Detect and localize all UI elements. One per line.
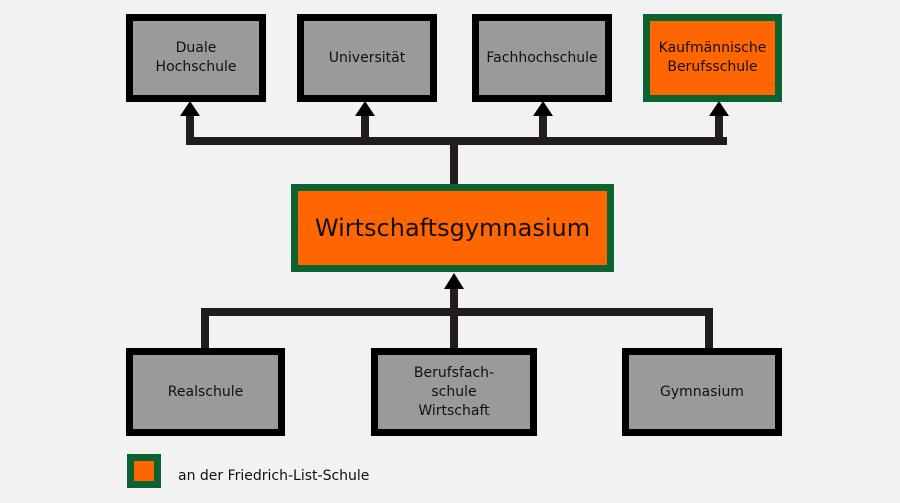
- arrow-head-duale: [180, 101, 200, 116]
- arrow-stem-duale: [186, 112, 194, 142]
- arrow-head-universitaet: [355, 101, 375, 116]
- box-label: Universität: [328, 49, 406, 66]
- box-duale-hochschule: Duale Hochschule: [126, 14, 266, 102]
- box-berufsfachschule-wirtschaft: Berufsfach- schule Wirtschaft: [371, 348, 537, 436]
- legend-label: an der Friedrich-List-Schule: [178, 468, 370, 484]
- box-label: Duale Hochschule: [155, 40, 237, 75]
- stem-berufsfachschule: [450, 288, 458, 350]
- arrow-head-kaufmaennische: [709, 101, 729, 116]
- arrow-stem-universitaet: [361, 112, 369, 142]
- box-label: Fachhochschule: [486, 49, 598, 66]
- box-label: Realschule: [167, 383, 244, 400]
- box-fachhochschule: Fachhochschule: [472, 14, 612, 102]
- box-label: Berufsfach- schule Wirtschaft: [413, 364, 495, 419]
- box-universitaet: Universität: [297, 14, 437, 102]
- legend-swatch: [127, 454, 161, 488]
- box-label: Wirtschaftsgymnasium: [314, 214, 591, 242]
- arrow-stem-kaufmaennische: [715, 112, 723, 142]
- box-realschule: Realschule: [126, 348, 285, 436]
- arrow-head-fachhochschule: [533, 101, 553, 116]
- stem-gymnasium: [705, 308, 713, 350]
- arrow-stem-fachhochschule: [539, 112, 547, 142]
- box-gymnasium: Gymnasium: [622, 348, 782, 436]
- stem-realschule: [201, 308, 209, 350]
- center-to-top-stem: [450, 141, 458, 185]
- box-kaufmaennische-berufsschule: Kaufmännische Berufsschule: [643, 14, 782, 102]
- box-wirtschaftsgymnasium: Wirtschaftsgymnasium: [291, 184, 614, 272]
- arrow-head-center: [444, 273, 464, 289]
- box-label: Gymnasium: [660, 383, 744, 400]
- box-label: Kaufmännische Berufsschule: [658, 40, 767, 75]
